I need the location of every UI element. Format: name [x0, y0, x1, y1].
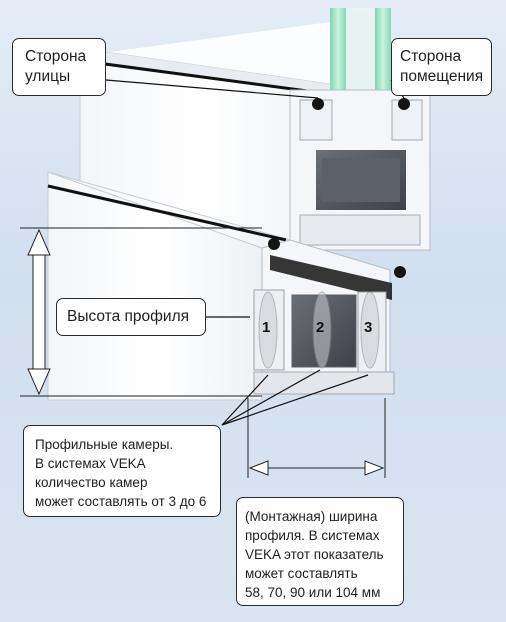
profile-height-callout: Высота профиля — [56, 298, 206, 336]
width-line-3: VEKA этот показатель — [245, 547, 384, 562]
room-side-line-1: Сторона — [400, 48, 462, 65]
chamber-highlights — [258, 291, 380, 369]
street-side-callout: Сторона улицы — [12, 38, 106, 96]
width-line-4: может составлять — [245, 566, 358, 581]
mounting-width-callout: (Монтажная) ширина профиля. В системах V… — [236, 497, 404, 606]
street-side-line-1: Сторона — [25, 48, 87, 65]
height-dimension — [20, 227, 262, 397]
room-side-callout: Сторона помещения — [391, 38, 492, 96]
chamber-number-1: 1 — [262, 319, 271, 336]
chambers-line-3: количество камер — [35, 475, 148, 490]
chambers-line-2: В системах VEKA — [35, 456, 146, 471]
street-side-line-2: улицы — [25, 68, 71, 85]
chambers-line-4: может составлять от 3 до 6 — [35, 494, 207, 509]
width-line-1: (Монтажная) ширина — [245, 509, 378, 524]
width-line-5: 58, 70, 90 или 104 мм — [245, 585, 381, 600]
profile-height-label: Высота профиля — [67, 308, 190, 325]
room-side-line-2: помещения — [400, 68, 484, 85]
chambers-callout: Профильные камеры. В системах VEKA колич… — [23, 425, 221, 517]
chambers-line-1: Профильные камеры. — [35, 437, 174, 452]
chamber-number-3: 3 — [364, 319, 373, 336]
width-line-2: профиля. В системах — [245, 528, 380, 543]
chamber-leaders — [221, 369, 369, 426]
width-dimension — [247, 398, 386, 478]
chamber-number-2: 2 — [316, 319, 325, 336]
